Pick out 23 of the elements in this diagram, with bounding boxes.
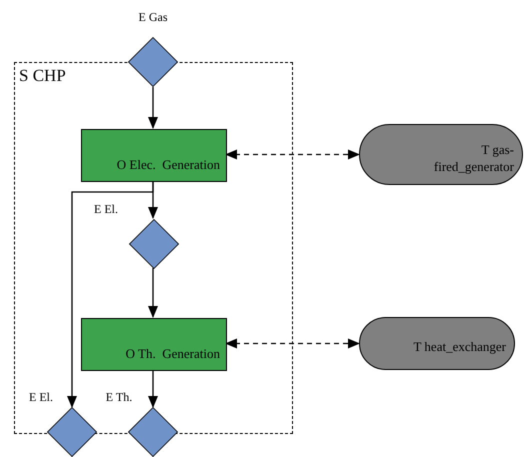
node-label: E El. <box>93 203 119 215</box>
group-title: S CHP <box>19 65 66 86</box>
process-label: O Th. Generation <box>126 346 220 362</box>
dashed-arrow <box>225 150 360 160</box>
arrow <box>67 181 154 408</box>
node-label: E Gas <box>138 11 168 23</box>
decision-diamond <box>129 219 179 269</box>
terminal-label: T heat_exchanger <box>413 339 506 356</box>
arrow <box>148 87 158 129</box>
dashed-arrow <box>225 338 360 348</box>
terminal-label: T gas-fired_generator <box>432 142 514 175</box>
process-label: O Elec. Generation <box>116 156 220 173</box>
process-box <box>81 129 227 182</box>
arrow <box>148 370 158 408</box>
flow-label: E Th. <box>104 391 134 403</box>
decision-diamond <box>47 407 97 457</box>
decision-diamond <box>128 37 178 87</box>
system-boundary <box>14 62 293 434</box>
flow-label: E El. <box>28 391 54 403</box>
arrow <box>148 268 158 318</box>
process-box <box>81 318 227 371</box>
decision-diamond <box>128 407 178 457</box>
terminal-pill <box>359 317 515 370</box>
